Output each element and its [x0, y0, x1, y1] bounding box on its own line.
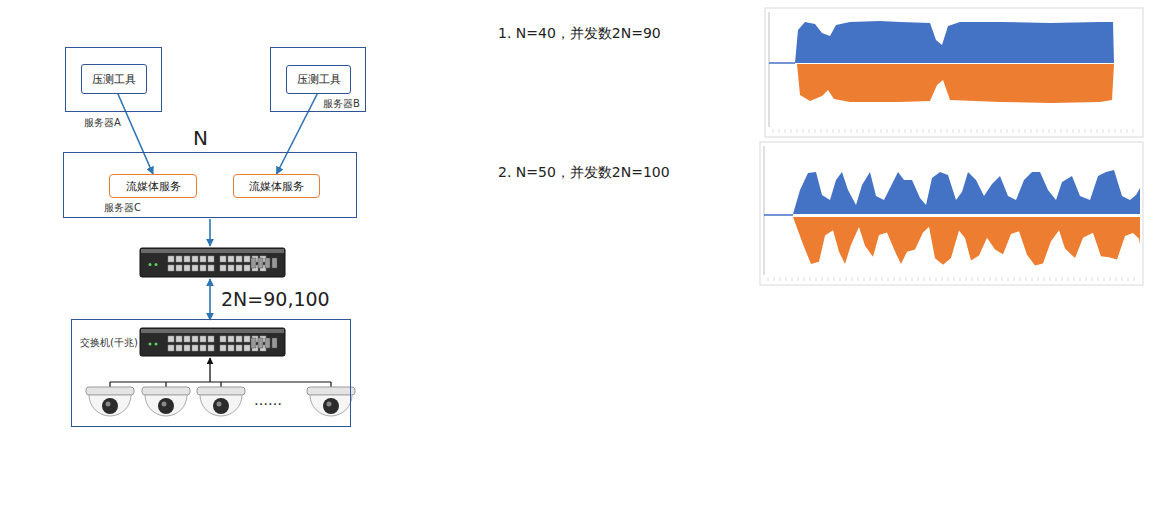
server-label: 服务器B	[323, 98, 360, 110]
ellipsis: ……	[254, 392, 282, 408]
camera-icon	[197, 387, 245, 416]
server-label: 服务器A	[84, 117, 121, 129]
network-chart	[765, 8, 1143, 137]
link-label: 2N=90,100	[221, 288, 330, 310]
server-label: 交换机(千兆)	[80, 337, 138, 349]
connector-arrow	[277, 94, 318, 174]
switch-icon	[140, 248, 285, 277]
cable	[330, 382, 331, 387]
box-label: 流媒体服务	[126, 180, 181, 193]
box-label: 流媒体服务	[249, 180, 304, 193]
test-note: 2. N=50，并发数2N=100	[498, 164, 670, 182]
tool-box: 压测工具	[286, 65, 351, 94]
camera-icon	[142, 387, 190, 416]
count-label: N	[193, 126, 208, 150]
camera-icon	[307, 387, 355, 416]
box-label: 压测工具	[297, 73, 341, 86]
server-box: 服务器B 压测工具	[270, 47, 366, 112]
connector-arrow	[118, 94, 153, 174]
tool-box: 压测工具	[81, 64, 147, 94]
service-box: 流媒体服务	[109, 174, 197, 198]
cable	[165, 382, 166, 387]
service-box: 流媒体服务	[233, 174, 320, 198]
trunk-arrow	[209, 279, 211, 320]
network-chart	[760, 142, 1143, 285]
server-box: 服务器A压测工具	[65, 47, 162, 112]
cable	[109, 382, 110, 387]
box-label: 压测工具	[92, 73, 136, 86]
cable	[220, 382, 221, 387]
switch-icon	[140, 328, 285, 356]
test-note: 1. N=40，并发数2N=90	[498, 25, 661, 43]
downlink-arrow	[209, 219, 211, 246]
camera-icon	[86, 387, 134, 416]
uplink-arrow	[209, 358, 210, 382]
switch-box: 交换机(千兆)	[71, 319, 351, 427]
server-label: 服务器C	[104, 202, 141, 214]
server-box: 服务器C 流媒体服务 流媒体服务	[63, 152, 357, 218]
